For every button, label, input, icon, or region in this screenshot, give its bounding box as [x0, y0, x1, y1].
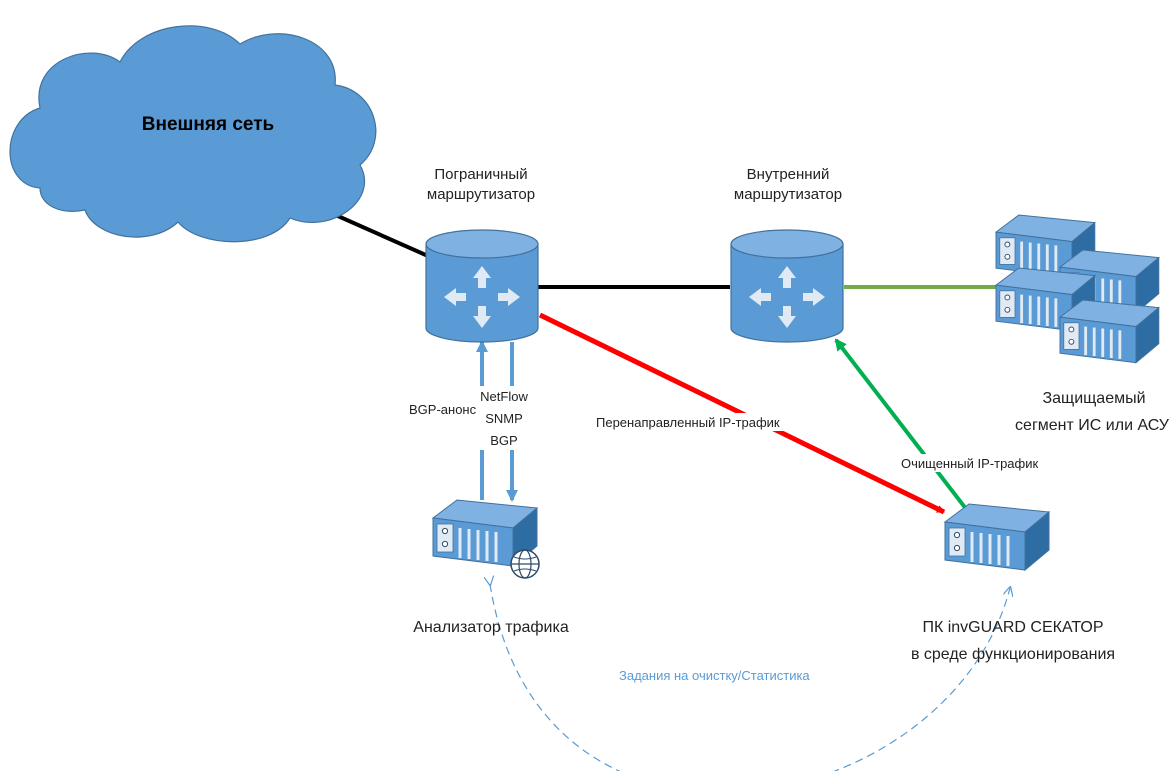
link-tasks-statistics [490, 584, 1010, 771]
protected-segment-label-line1: Защищаемый [1042, 390, 1145, 407]
internal-router-label-line1: Внутренний [747, 166, 830, 183]
bgp-label: BGP [490, 433, 517, 448]
redirected-label-bg [594, 413, 890, 431]
sekator-server-icon [943, 502, 1051, 572]
protected-segment-label-line2: сегмент ИС или АСУ [1015, 417, 1170, 434]
sekator-label-line2: в среде функционирования [911, 646, 1115, 663]
border-router-label-line1: Пограничный [434, 166, 527, 183]
internal-router-label-line2: маршрутизатор [734, 186, 842, 203]
protected-segment-servers-icon [994, 213, 1161, 365]
cloud-icon [9, 25, 377, 243]
border-router-icon [425, 229, 539, 343]
internal-router-icon [730, 229, 844, 343]
redirected-label: Перенаправленный IP-трафик [596, 415, 780, 430]
bgp-announce-label: BGP-анонс [409, 402, 477, 417]
netflow-label: NetFlow [480, 389, 528, 404]
cloud-label: Внешняя сеть [142, 114, 274, 135]
border-router-label-line2: маршрутизатор [427, 186, 535, 203]
cleaned-label-bg [900, 454, 1066, 472]
link-cleaned-traffic [834, 338, 972, 516]
sekator-label-line1: ПК invGUARD СЕКАТОР [922, 619, 1103, 636]
snmp-label: SNMP [485, 411, 523, 426]
globe-icon [510, 549, 540, 579]
netflow-label-bg [478, 386, 524, 450]
tasks-statistics-label: Задания на очистку/Статистика [619, 668, 810, 683]
analyzer-label: Анализатор трафика [413, 619, 569, 636]
cleaned-label: Очищенный IP-трафик [901, 456, 1038, 471]
